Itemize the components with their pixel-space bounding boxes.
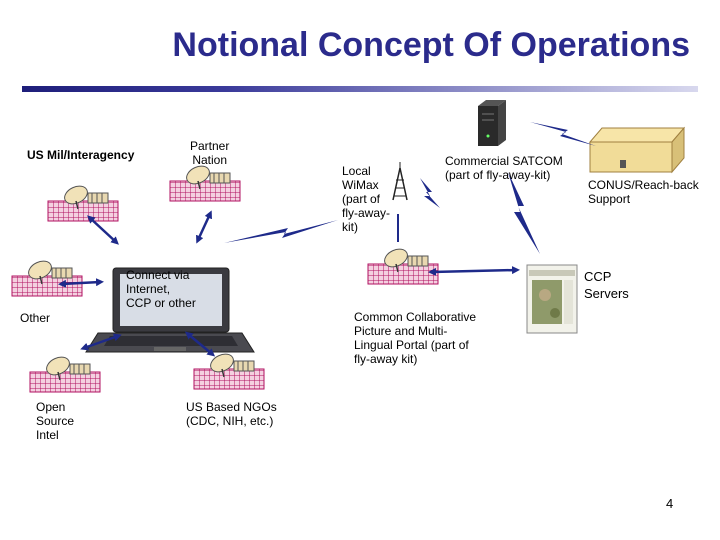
satellite-dish-icon (169, 161, 241, 202)
screenshot-thumbnail (526, 264, 578, 334)
label-us-ngos: US Based NGOs (CDC, NIH, etc.) (186, 400, 277, 428)
arrow-link (196, 210, 212, 244)
satellite-dish-icon (47, 181, 119, 222)
label-connect-via: Connect via Internet, CCP or other (126, 268, 196, 310)
lightning-bolt-icon (224, 122, 596, 254)
label-other: Other (20, 311, 51, 325)
arrow-link (87, 215, 119, 245)
label-open-source-intel: Open Source Intel (36, 400, 75, 442)
page-number: 4 (666, 496, 674, 511)
page-title: Notional Concept Of Operations (172, 26, 690, 64)
arrow-link (58, 278, 104, 288)
arrow-link (184, 331, 216, 357)
satellite-dish-icon (11, 256, 83, 297)
label-us-mil: US Mil/Interagency (27, 148, 135, 162)
arrow-link (80, 333, 122, 351)
label-conus-support: CONUS/Reach-back Support (588, 178, 699, 206)
label-ccp-servers: CCP Servers (584, 269, 629, 301)
radio-tower-icon (392, 162, 408, 201)
satellite-dish-icon (193, 349, 265, 390)
label-common-portal: Common Collaborative Picture and Multi- … (354, 310, 477, 366)
label-commercial-satcom: Commercial SATCOM (part of fly-away-kit) (445, 154, 563, 182)
satellite-dish-icon (29, 352, 101, 393)
server-tower-icon (478, 100, 506, 146)
satellite-dish-icon (367, 244, 439, 285)
label-partner-nation: Partner Nation (190, 139, 230, 167)
arrow-link (428, 266, 520, 276)
network-device-icon (588, 126, 686, 174)
label-local-wimax: Local WiMax (part of fly-away- kit) (342, 164, 391, 234)
title-underline (22, 86, 698, 92)
